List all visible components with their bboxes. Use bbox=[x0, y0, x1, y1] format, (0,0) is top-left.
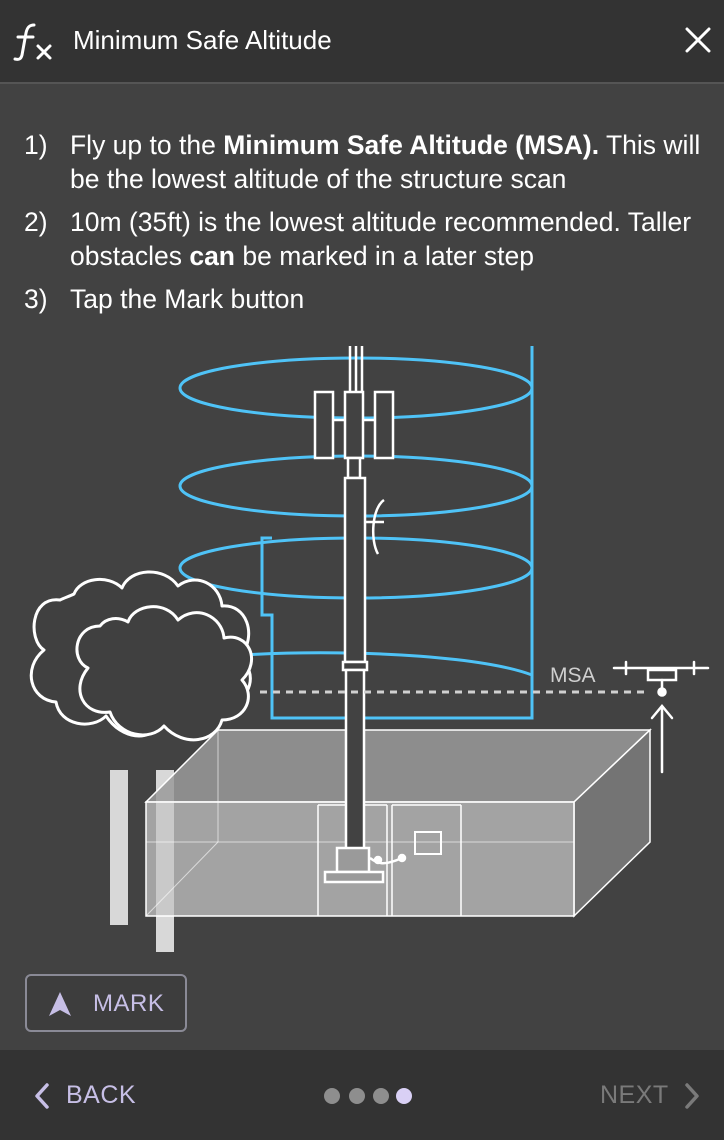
step-number: 1) bbox=[24, 130, 48, 160]
step-text-bold: can bbox=[189, 241, 235, 271]
cell-tower bbox=[313, 346, 407, 884]
back-button-label: BACK bbox=[66, 1081, 137, 1109]
step-number: 3) bbox=[24, 284, 48, 314]
step-number: 2) bbox=[24, 207, 48, 237]
mark-button-label: MARK bbox=[93, 990, 165, 1017]
structure-scan-illustration: MSA bbox=[29, 346, 710, 952]
drone-icon bbox=[612, 660, 710, 774]
page-title: Minimum Safe Altitude bbox=[73, 25, 332, 55]
close-icon bbox=[685, 27, 711, 53]
page-dot bbox=[373, 1088, 389, 1104]
instruction-list: 1) Fly up to the Minimum Safe Altitude (… bbox=[24, 128, 704, 325]
instruction-step-3: 3) Tap the Mark button bbox=[24, 282, 704, 316]
next-button-label: NEXT bbox=[600, 1081, 669, 1109]
step-text-part: Tap the Mark button bbox=[70, 284, 305, 314]
instruction-step-1: 1) Fly up to the Minimum Safe Altitude (… bbox=[24, 128, 704, 196]
msa-label: MSA bbox=[550, 664, 596, 687]
header: Minimum Safe Altitude bbox=[0, 0, 724, 84]
step-text-part: 10m (35ft) is the lowest altitude recomm… bbox=[70, 207, 692, 271]
navigation-arrow-icon bbox=[49, 992, 71, 1016]
page-indicator bbox=[322, 1088, 418, 1108]
instruction-step-2: 2) 10m (35ft) is the lowest altitude rec… bbox=[24, 205, 704, 273]
page-dot bbox=[349, 1088, 365, 1104]
function-icon bbox=[13, 23, 52, 61]
step-text: 10m (35ft) is the lowest altitude recomm… bbox=[70, 205, 704, 273]
step-text-part: This will be the lowest altitude of the … bbox=[70, 130, 701, 194]
chevron-right-icon bbox=[685, 1083, 699, 1109]
step-text-bold: Minimum Safe Altitude (MSA). bbox=[223, 130, 600, 160]
back-button[interactable]: BACK bbox=[28, 1078, 148, 1114]
step-text: Fly up to the Minimum Safe Altitude (MSA… bbox=[70, 128, 704, 196]
step-text-part: Fly up to the bbox=[70, 130, 224, 160]
step-text-part: be marked in a later step bbox=[235, 241, 535, 271]
close-button[interactable] bbox=[676, 18, 720, 62]
next-button[interactable]: NEXT bbox=[596, 1078, 706, 1114]
step-text: Tap the Mark button bbox=[70, 282, 704, 316]
footer-nav: BACK NEXT bbox=[0, 1050, 724, 1140]
building bbox=[144, 728, 652, 918]
page-dot-active bbox=[396, 1088, 412, 1104]
mark-button[interactable]: MARK bbox=[25, 974, 187, 1032]
chevron-left-icon bbox=[35, 1083, 49, 1109]
page-dot bbox=[324, 1088, 340, 1104]
